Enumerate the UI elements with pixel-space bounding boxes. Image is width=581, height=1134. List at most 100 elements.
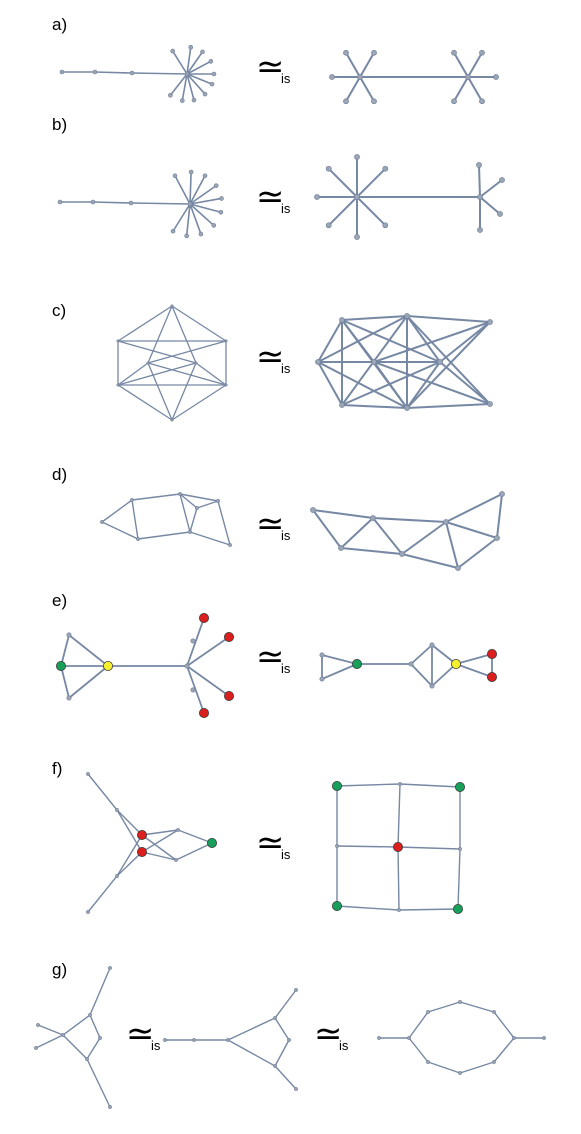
graph-edge [401,553,459,569]
graph-edge [116,834,143,877]
graph-edge [406,321,491,409]
graph-vertex [499,177,505,183]
graph-e-right-nodes [319,642,497,689]
graph-f-right-edges [336,783,461,911]
panel-label: a) [52,15,67,34]
graph-edge [177,829,213,844]
graph-edge [445,493,503,523]
panel-label: b) [52,115,67,134]
graph-edge [427,1061,461,1074]
graph-edge [101,521,139,540]
graph-edge [196,500,219,509]
graph-edge [479,196,501,215]
graph-edge [189,171,192,205]
graph-vertex [325,222,332,229]
green-vertex [452,904,463,915]
red-vertex [223,691,234,702]
graph-vertex [170,304,174,308]
graph-vertex [85,1057,89,1061]
graph-vertex [465,74,471,80]
graph-vertex [59,69,65,75]
graph-edge [372,517,403,555]
green-vertex [331,901,342,912]
graph-edge [171,384,227,421]
graph-vertex [218,209,224,215]
graph-vertex [371,98,377,105]
graph-edge [189,184,218,205]
graph-edge [321,663,358,680]
graph-vertex [195,506,199,510]
graph-edge [68,665,109,699]
graph-edge [147,362,173,421]
graph-vertex [211,223,217,228]
graph-vertex [371,359,377,365]
graph-b-left-edges [59,171,223,237]
graph-edge [408,1037,429,1063]
graph-edge [410,663,433,687]
graph-vertex [191,97,197,103]
graph-edge [171,50,188,75]
graph-vertex [194,361,198,365]
graph-vertex [116,383,120,387]
graph-d-right-edges [312,493,503,569]
red-vertex [136,830,147,841]
graph-edge [336,783,401,787]
graph-edge [397,846,400,911]
isomorphism-symbol: ≃ [256,177,285,217]
graph-vertex [354,154,360,160]
graph-edge [186,665,205,714]
graph-vertex [209,81,215,87]
graph-vertex [216,499,220,503]
graph-edge [397,846,461,850]
graph-edge [141,829,179,836]
yellow-vertex [103,661,114,672]
graph-vertex [335,844,339,848]
graph-edge [116,809,143,853]
graph-edge [341,315,408,321]
graph-edge [406,403,491,409]
graph-vertex [66,632,72,638]
graph-edge [37,1024,64,1036]
graph-vertex [494,535,500,541]
red-vertex [486,672,497,683]
graph-edge [340,547,403,555]
graph-vertex [184,71,190,77]
graph-edge [117,305,173,342]
isomorphism-symbol: ≃ [314,1014,343,1054]
graph-vertex [382,165,389,172]
graph-vertex [354,194,360,200]
graph-vertex [176,828,180,832]
graph-edge [467,51,483,78]
graph-edge [131,72,188,75]
isomorphism-subscript: is [281,201,291,216]
graph-vertex [115,874,119,878]
graph-edge [87,875,118,913]
graph-vertex [443,519,449,525]
graph-vertex [319,652,325,658]
green-vertex [56,661,67,672]
graph-edge [493,1037,515,1063]
graph-vertex [108,966,112,970]
isomorphism-symbol: ≃ [256,337,285,377]
graph-edge [408,1011,429,1039]
graph-vertex [90,199,96,205]
panel-label: d) [52,465,67,484]
isomorphism-symbol: ≃ [256,504,285,544]
graph-vertex [477,194,483,200]
graph-edge [86,1037,101,1060]
isomorphism-symbol: ≃ [256,823,285,863]
graph-vertex [129,70,135,76]
graph-edge [455,653,493,665]
graph-edge [186,617,205,667]
graph-vertex [116,339,120,343]
graph-vertex [382,222,389,229]
graph-vertex [451,49,457,56]
graph-vertex [224,383,228,387]
graph-vertex [146,361,150,365]
graph-vertex [319,676,325,682]
isomorphism-subscript: is [281,528,291,543]
graph-vertex [429,683,435,689]
graph-vertex [170,48,175,54]
graph-vertex [377,1036,381,1040]
